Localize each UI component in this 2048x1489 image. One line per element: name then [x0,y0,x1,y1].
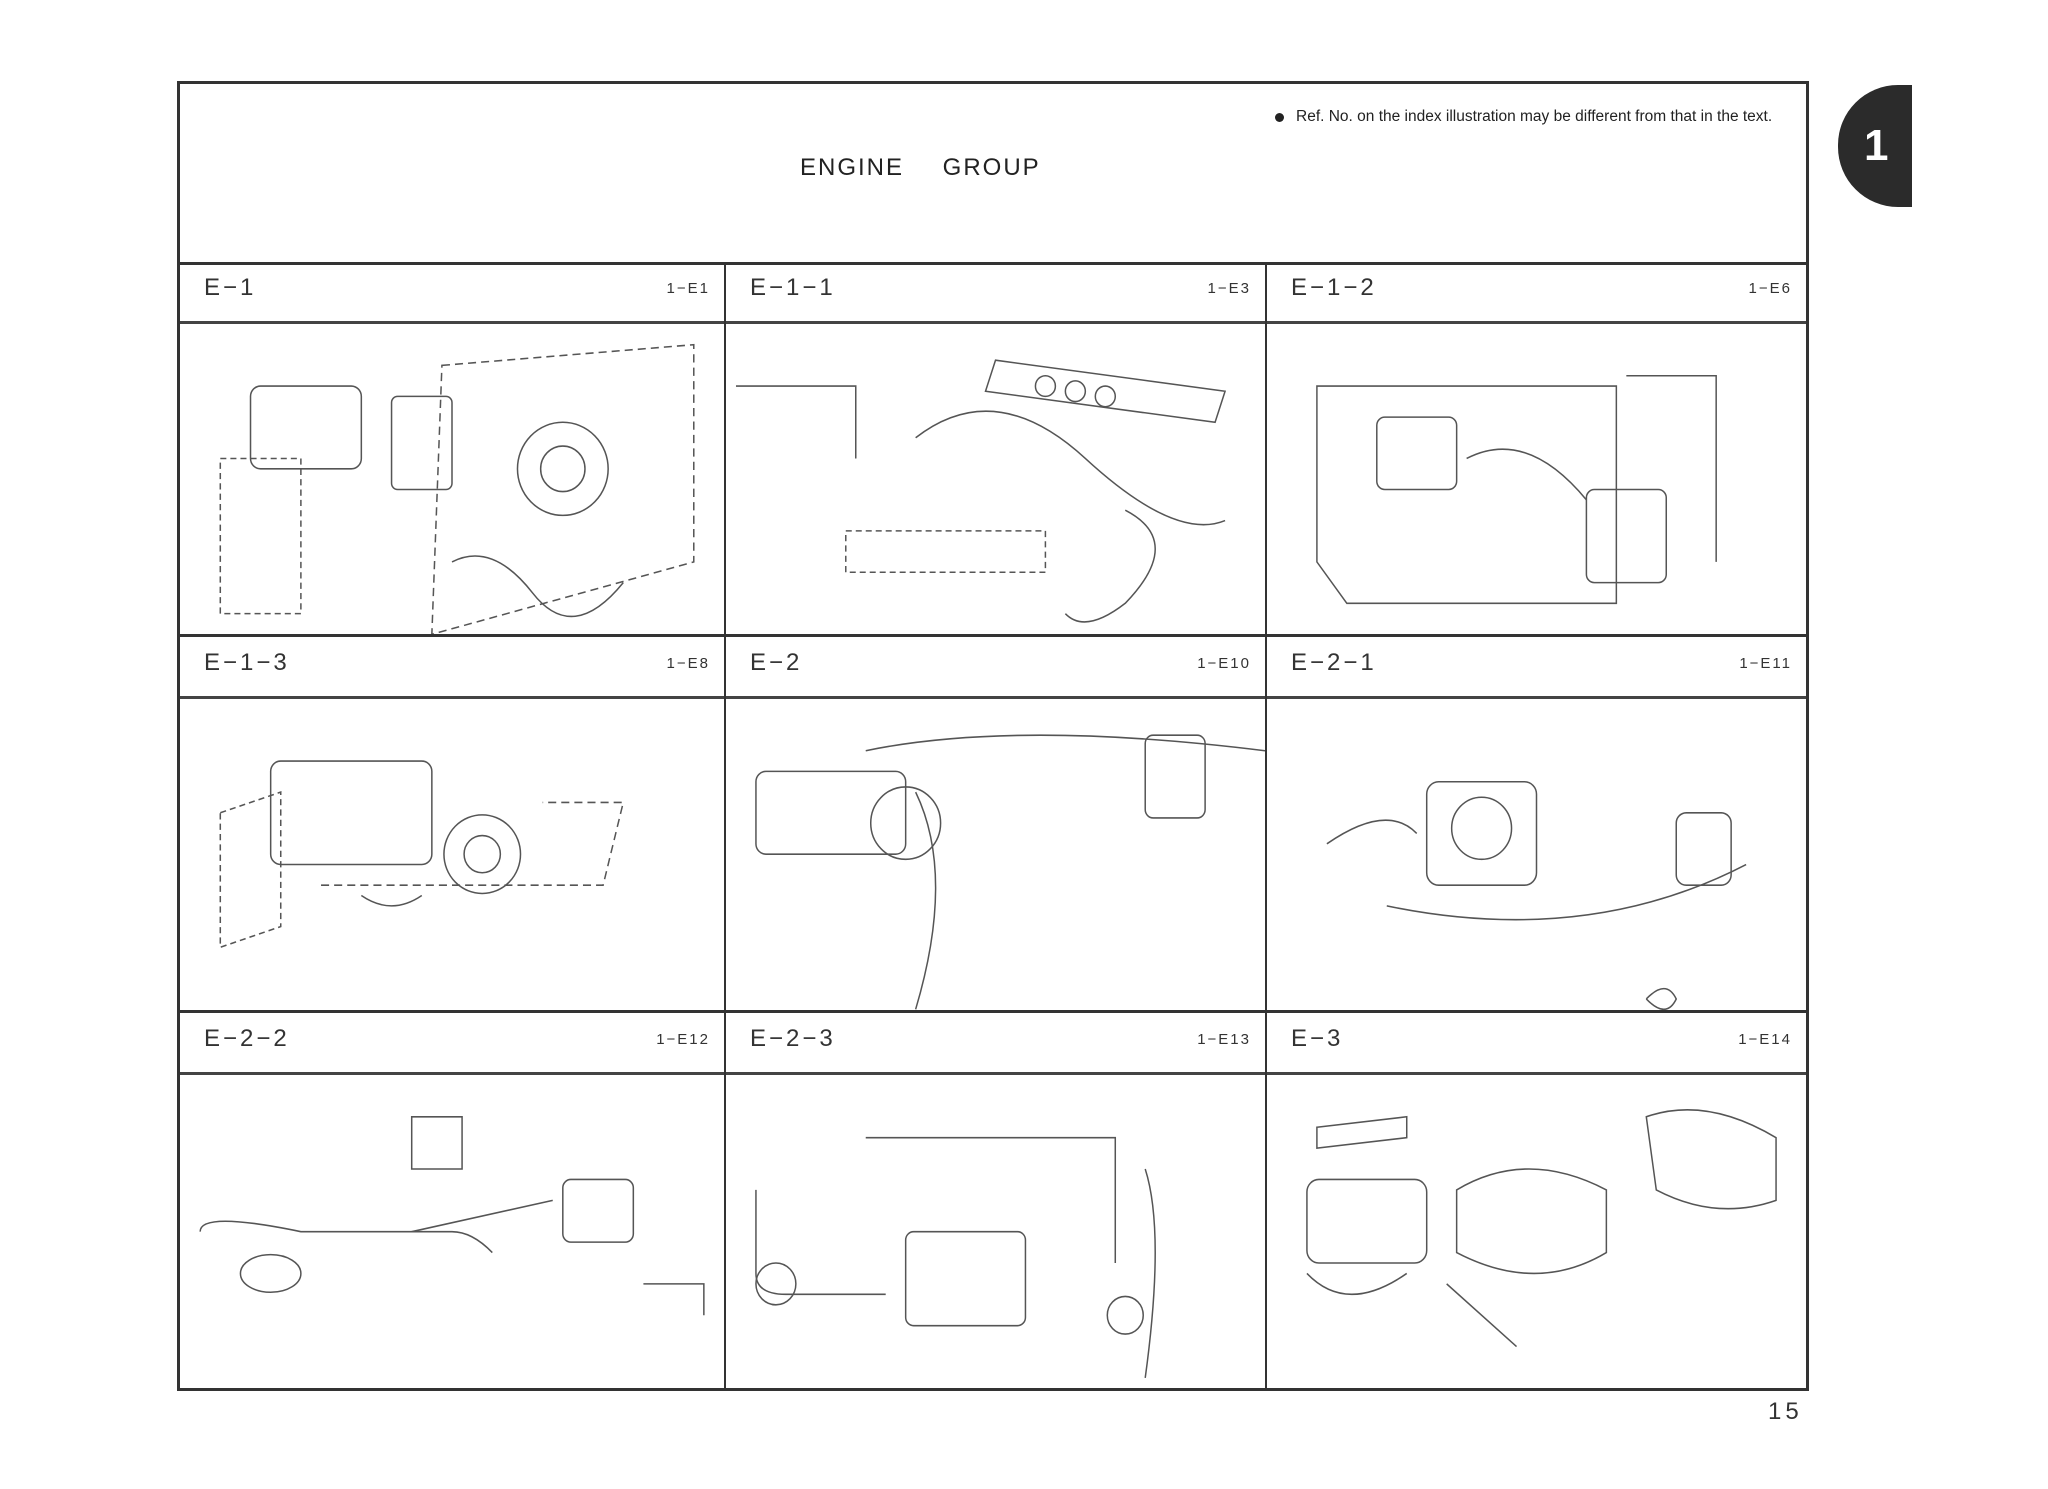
page-title: ENGINE GROUP [800,154,1041,181]
section-tab[interactable]: 1 [1838,85,1912,207]
parts-diagram-icon [1316,374,1717,605]
section-page-ref[interactable]: 1−E3 [1207,280,1251,297]
section-page-ref[interactable]: 1−E10 [1197,655,1251,673]
section-page-ref[interactable]: 1−E11 [1739,655,1792,673]
section-illustration[interactable] [1267,324,1806,634]
section-code[interactable]: E−2−2 [204,1024,290,1052]
page-number: 15 [1768,1398,1803,1425]
bullet-icon [1275,113,1284,122]
section-code[interactable]: E−2−3 [750,1024,836,1052]
parts-diagram-icon [735,359,1227,623]
section-cell[interactable]: E−1−1 1−E3 [726,262,1267,638]
parts-diagram-icon [219,760,625,949]
section-code[interactable]: E−1−1 [750,274,836,301]
section-page-ref[interactable]: 1−E14 [1738,1030,1792,1048]
section-header: E−1−3 1−E8 [180,637,724,700]
section-header: E−2 1−E10 [726,637,1265,700]
section-illustration[interactable] [180,699,724,1009]
section-cell[interactable]: E−3 1−E14 [1267,1013,1806,1388]
section-cell[interactable]: E−2−2 1−E12 [180,1012,726,1388]
section-tab-number: 1 [1864,121,1889,170]
section-header: E−1 1−E1 [180,262,724,324]
page-header: ENGINE GROUP Ref. No. on the index illus… [180,84,1806,265]
section-header: E−1−2 1−E6 [1267,262,1806,324]
index-frame: ENGINE GROUP Ref. No. on the index illus… [177,81,1809,1391]
parts-diagram-icon [219,343,695,635]
section-cell[interactable]: E−1 1−E1 [180,262,726,638]
section-illustration[interactable] [726,324,1265,634]
section-code[interactable]: E−1 [204,274,257,301]
parts-diagram-icon [1326,781,1747,1010]
section-illustration[interactable] [1267,1075,1806,1388]
section-cell[interactable]: E−2 1−E10 [726,637,1267,1013]
section-code[interactable]: E−1−2 [1291,274,1377,301]
section-page-ref[interactable]: 1−E12 [656,1030,710,1048]
parts-diagram-icon [1306,1108,1777,1347]
section-page-ref[interactable]: 1−E8 [666,655,710,673]
section-cell[interactable]: E−1−3 1−E8 [180,637,726,1013]
section-header: E−2−1 1−E11 [1267,637,1806,700]
section-illustration[interactable] [726,699,1265,1010]
section-cell[interactable]: E−2−1 1−E11 [1267,637,1806,1013]
section-code[interactable]: E−1−3 [204,649,290,677]
section-cell[interactable]: E−1−2 1−E6 [1267,262,1806,638]
section-header: E−2−2 1−E12 [180,1013,724,1075]
section-header: E−2−3 1−E13 [726,1013,1265,1075]
section-code[interactable]: E−3 [1291,1024,1344,1052]
parts-diagram-icon [755,1136,1156,1378]
section-header: E−3 1−E14 [1267,1013,1806,1075]
section-illustration[interactable] [180,1075,724,1388]
section-header: E−1−1 1−E3 [726,262,1265,324]
parts-diagram-icon [755,734,1265,1010]
section-illustration[interactable] [1267,699,1806,1010]
section-page-ref[interactable]: 1−E13 [1197,1030,1251,1048]
index-note: Ref. No. on the index illustration may b… [1275,108,1785,126]
section-page-ref[interactable]: 1−E1 [666,280,710,297]
section-code[interactable]: E−2−1 [1291,649,1377,677]
section-code[interactable]: E−2 [750,649,803,677]
note-text: Ref. No. on the index illustration may b… [1296,108,1773,125]
section-cell[interactable]: E−2−3 1−E13 [726,1012,1267,1388]
parts-diagram-icon [199,1115,705,1315]
section-illustration[interactable] [180,324,724,635]
section-illustration[interactable] [726,1075,1265,1388]
section-page-ref[interactable]: 1−E6 [1748,280,1792,297]
